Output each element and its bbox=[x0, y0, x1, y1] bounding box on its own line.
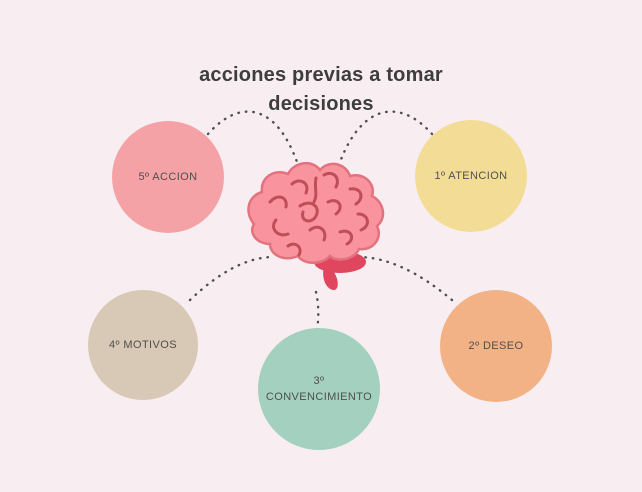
connector-bottom-left bbox=[188, 255, 274, 302]
node-label: 3º CONVENCIMIENTO bbox=[265, 374, 373, 404]
node-circle-atencion: 1º ATENCION bbox=[415, 120, 527, 232]
connector-bottom-center bbox=[314, 290, 320, 332]
connectors bbox=[188, 110, 454, 332]
node-label: 1º ATENCION bbox=[434, 169, 508, 182]
node-circle-motivos: 4º MOTIVOS bbox=[88, 290, 198, 400]
connector-top-right bbox=[338, 110, 434, 164]
node-circle-accion: 5º ACCION bbox=[112, 121, 224, 233]
node-circle-deseo: 2º DESEO bbox=[440, 290, 552, 402]
node-label: 2º DESEO bbox=[468, 339, 524, 352]
node-label: 4º MOTIVOS bbox=[109, 338, 177, 351]
connector-bottom-right bbox=[358, 255, 454, 302]
connector-top-left bbox=[206, 110, 299, 164]
node-label: 5º ACCION bbox=[138, 170, 198, 183]
page-title: acciones previas a tomar decisiones bbox=[199, 64, 443, 116]
brain-icon bbox=[247, 162, 385, 291]
node-circle-convencimiento: 3º CONVENCIMIENTO bbox=[258, 328, 380, 450]
